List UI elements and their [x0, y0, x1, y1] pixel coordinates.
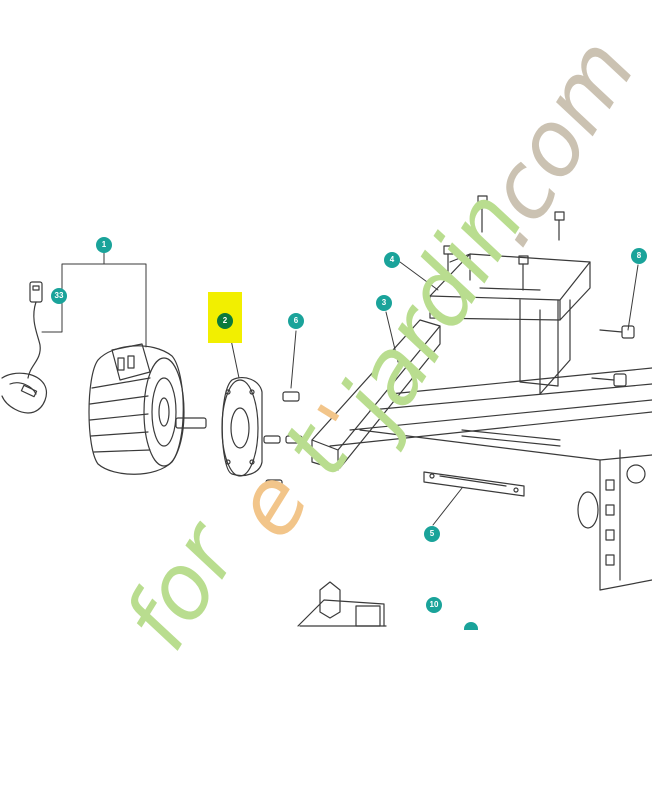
frame-icon — [311, 319, 652, 591]
motor-icon — [88, 343, 207, 475]
callout-6[interactable]: 6 — [288, 313, 304, 329]
callout-2[interactable]: 2 — [217, 313, 233, 329]
callout-partial — [464, 622, 478, 630]
callout-4[interactable]: 4 — [384, 252, 400, 268]
callout-10[interactable]: 10 — [426, 597, 442, 613]
bracket-icon — [429, 253, 591, 395]
callout-8[interactable]: 8 — [631, 248, 647, 264]
connector-icon — [1, 281, 47, 414]
bolt-icon — [263, 195, 635, 488]
callout-1[interactable]: 1 — [96, 237, 112, 253]
callout-3[interactable]: 3 — [376, 295, 392, 311]
flange-icon — [221, 377, 263, 477]
lower-assembly — [297, 581, 387, 627]
callout-5[interactable]: 5 — [424, 526, 440, 542]
callout-33[interactable]: 33 — [51, 288, 67, 304]
leader-lines — [41, 252, 639, 526]
highlight-box: 2 — [208, 292, 242, 343]
